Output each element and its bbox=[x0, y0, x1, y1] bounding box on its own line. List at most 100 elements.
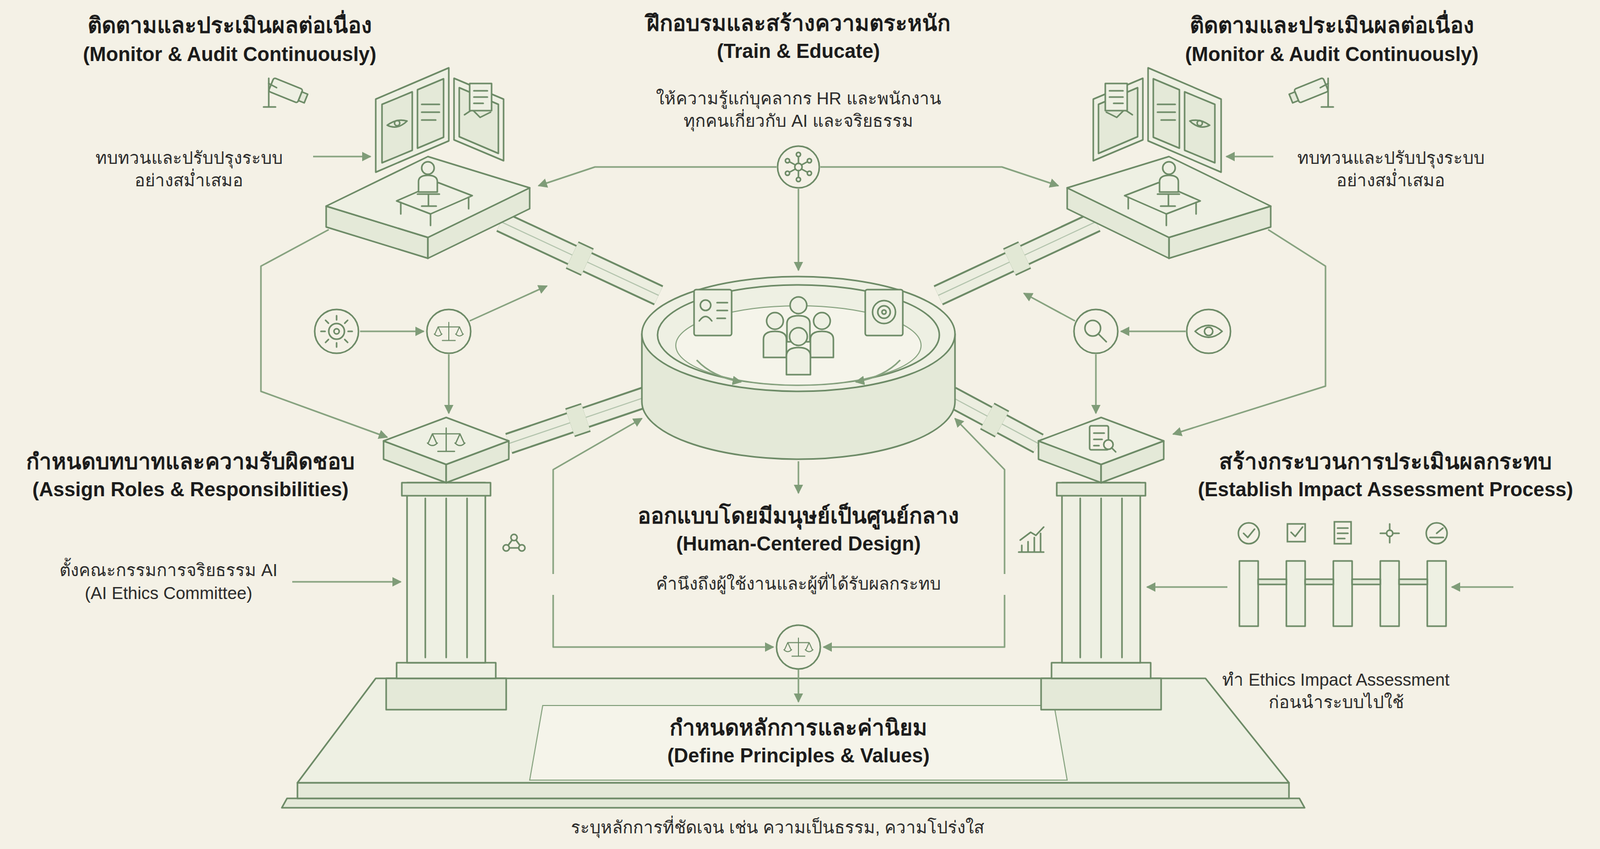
pillar-part bbox=[1056, 482, 1146, 496]
step-group: ฝึกอบรมและสร้างความตระหนัก(Train & Educa… bbox=[645, 9, 952, 133]
checkpoint-gates-part bbox=[1337, 528, 1348, 539]
checkpoint-gates-part bbox=[1427, 560, 1447, 627]
central-cylinder-part bbox=[810, 331, 834, 358]
icon-circle-part bbox=[783, 638, 814, 657]
icon-circle-part bbox=[777, 146, 820, 188]
icon-circle-part bbox=[328, 323, 345, 340]
pillar-part bbox=[396, 662, 496, 679]
central-cylinder-part bbox=[700, 300, 711, 311]
step-group: กำหนดบทบาทและความรับผิดชอบ(Assign Roles … bbox=[25, 447, 356, 605]
monitoring-station-part bbox=[1067, 67, 1334, 259]
small-icon-part bbox=[1018, 527, 1044, 553]
flow-arrow-part bbox=[1451, 586, 1514, 589]
checkpoint-gates-part bbox=[1429, 528, 1444, 538]
pillar-part bbox=[1093, 433, 1105, 446]
checkpoint-gates-part bbox=[1291, 527, 1303, 537]
central-cylinder-part bbox=[694, 289, 732, 336]
checkpoint-gates-part bbox=[1426, 522, 1448, 544]
monitoring-station bbox=[1067, 67, 1334, 259]
flow-arrow-part bbox=[313, 156, 371, 158]
checkpoint-gates-part bbox=[1386, 530, 1393, 537]
step-title-en: (Define Principles & Values) bbox=[666, 743, 931, 769]
checkpoint-gates-part bbox=[1333, 560, 1353, 627]
step-group: กำหนดหลักการและค่านิยม(Define Principles… bbox=[569, 713, 986, 840]
icon-circle-part bbox=[1186, 309, 1231, 354]
central-cylinder-part bbox=[657, 284, 940, 386]
step-title: กำหนดหลักการและค่านิยม bbox=[668, 713, 929, 743]
central-cylinder-part bbox=[786, 347, 811, 375]
flow-arrow-part bbox=[797, 461, 800, 494]
step-title: กำหนดบทบาทและความรับผิดชอบ bbox=[25, 447, 356, 477]
flow-arrow-part bbox=[1023, 293, 1076, 321]
flow-arrow-part bbox=[823, 594, 1005, 648]
step-note: คำนึงถึงผู้ใช้งานและผู้ที่ได้รับผลกระทบ bbox=[654, 572, 942, 596]
icon-circle-part bbox=[807, 158, 812, 163]
icon-circle-part bbox=[785, 158, 790, 163]
pillar-part bbox=[1038, 417, 1164, 465]
icon-circle-part bbox=[796, 177, 801, 182]
monitoring-station bbox=[263, 67, 530, 259]
flow-arrow-part bbox=[553, 594, 774, 648]
icon-circle-part bbox=[785, 171, 790, 176]
checkpoint-gates-part bbox=[1239, 560, 1259, 627]
central-cylinder-part bbox=[872, 300, 896, 324]
pillar-part bbox=[1080, 498, 1122, 658]
checkpoint-gates-part bbox=[1305, 579, 1334, 585]
checkpoint-gates-part bbox=[1380, 560, 1400, 627]
flow-arrow-part bbox=[1120, 330, 1186, 333]
pillar-part bbox=[383, 417, 509, 465]
base-plinth-part bbox=[297, 782, 1289, 799]
step-title: ติดตามและประเมินผลต่อเนื่อง bbox=[1188, 11, 1476, 41]
checkpoint-gates-part bbox=[1352, 579, 1381, 585]
central-cylinder-part bbox=[855, 360, 901, 382]
flow-arrow-part bbox=[797, 669, 800, 702]
central-cylinder-part bbox=[813, 312, 831, 330]
central-cylinder-part bbox=[699, 302, 728, 321]
icon-circle-part bbox=[807, 171, 812, 176]
icon-circle-part bbox=[776, 625, 821, 670]
pillar-part bbox=[425, 498, 468, 658]
step-title: ฝึกอบรมและสร้างความตระหนัก bbox=[645, 9, 952, 39]
step-title-en: (Monitor & Audit Continuously) bbox=[1184, 41, 1480, 68]
flow-arrow-part bbox=[820, 166, 1059, 186]
step-title-en: (Monitor & Audit Continuously) bbox=[81, 41, 378, 68]
flow-arrow-part bbox=[360, 330, 424, 333]
pillar-part bbox=[427, 427, 465, 452]
pillar bbox=[383, 417, 509, 710]
step-title: ออกแบบโดยมีมนุษย์เป็นศูนย์กลาง bbox=[636, 502, 961, 531]
icon-circle-part bbox=[788, 155, 809, 179]
step-title-en: (Establish Impact Assessment Process) bbox=[1197, 476, 1575, 503]
checkpoint-gates-part bbox=[1286, 560, 1306, 627]
central-cylinder-part bbox=[790, 296, 807, 314]
flow-arrow-part bbox=[1226, 156, 1274, 158]
pillar bbox=[1038, 417, 1164, 710]
small-icon-part bbox=[503, 544, 510, 552]
icon-circle-part bbox=[1195, 325, 1223, 338]
flow-arrow-part bbox=[469, 285, 547, 321]
flow-arrow-part bbox=[553, 418, 642, 575]
icon-circle-part bbox=[1098, 333, 1107, 342]
base-plinth-part bbox=[529, 705, 1068, 781]
flow-arrow-part bbox=[292, 581, 401, 583]
step-title-en: (Human-Centered Design) bbox=[675, 531, 923, 557]
pillar-part bbox=[1041, 678, 1162, 710]
monitoring-station-part bbox=[263, 67, 530, 259]
checkpoint-gates-part bbox=[1238, 522, 1260, 544]
icon-circle-part bbox=[426, 309, 471, 354]
step-note: ให้ความรู้แก่บุคลากร HR และพนักงาน ทุกคน… bbox=[652, 87, 945, 133]
checkpoint-gates-part bbox=[1334, 521, 1352, 544]
icon-circle-part bbox=[1204, 327, 1213, 336]
base-plinth-part bbox=[297, 678, 1289, 783]
central-cylinder-part bbox=[763, 331, 787, 358]
checkpoint-gates-part bbox=[1287, 523, 1306, 542]
central-cylinder-part bbox=[766, 312, 784, 330]
flow-arrow-part bbox=[1095, 354, 1097, 414]
checkpoint-gates-part bbox=[1380, 523, 1400, 543]
icon-circle-part bbox=[796, 152, 801, 157]
central-cylinder-part bbox=[789, 327, 808, 346]
central-cylinder bbox=[641, 276, 955, 460]
step-title: ติดตามและประเมินผลต่อเนื่อง bbox=[86, 11, 374, 41]
step-note: ตั้งคณะกรรมการจริยธรรม AI bbox=[58, 559, 279, 582]
pillar-part bbox=[1111, 447, 1116, 452]
